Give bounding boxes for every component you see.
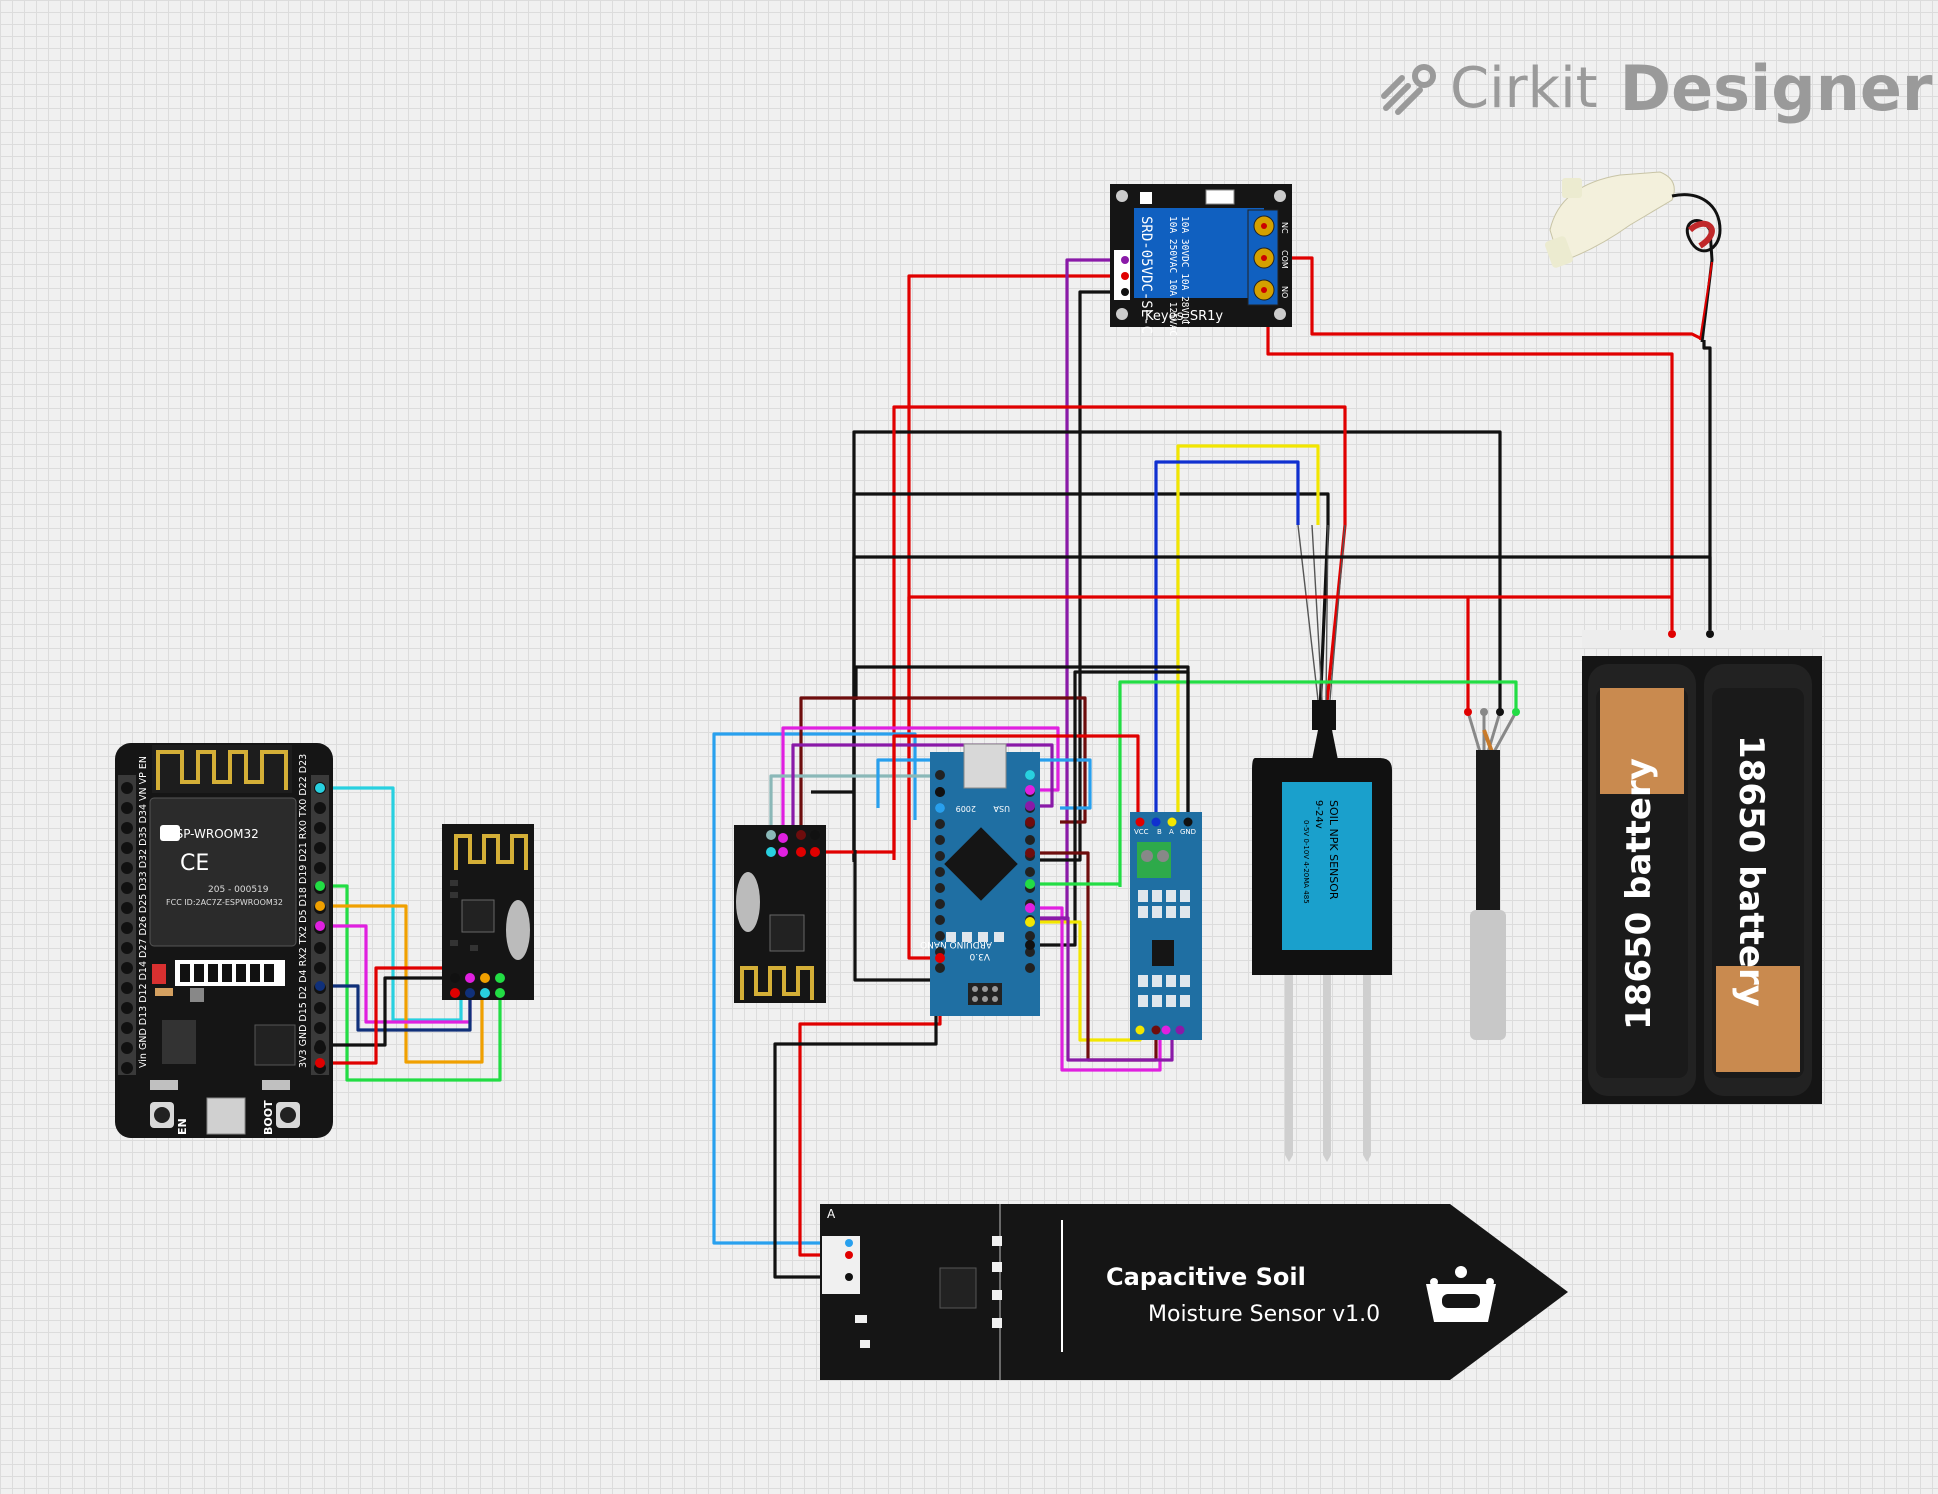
relay-spec-2: 10A 250VAC 10A 125VAC [1167, 216, 1178, 336]
nrf-antenna-left [454, 834, 528, 870]
en-label: EN [176, 1118, 189, 1135]
wire-purple-relay-in [1030, 258, 1125, 922]
ce-mark: CE [180, 851, 209, 876]
wire-cyan-esp-nrf [320, 786, 463, 1022]
wire-black-nrf [853, 850, 940, 982]
esp32-pins-left: Vin GND D13 D12 D14 D27 D26 D25 D33 D32 … [138, 756, 149, 1068]
wire-red-relay-com [1268, 256, 1701, 340]
cirkit-designer-logo: Cirkit Designer [1380, 48, 1932, 128]
water-pump[interactable] [1544, 171, 1722, 343]
relay-pin-com: COM [1280, 250, 1289, 269]
wire-lightblue-moisture [712, 732, 917, 1245]
moisture-title-line1: Capacitive Soil [1106, 1263, 1306, 1291]
relay-spec-3: 10A 30VDC 10A 28VDC [1179, 216, 1190, 325]
wire-red-esp-nrf [320, 966, 455, 1065]
rs485-module[interactable]: VCC B A GND [1130, 812, 1202, 1040]
wire-black-battery-gnd [852, 555, 1712, 860]
wire-blue-nrf [876, 758, 1092, 810]
esp32-pins-right: 3V3 GND D15 D2 D4 RX2 TX2 D5 D18 D19 D21… [298, 754, 309, 1068]
battery-cell-1-label: 18650 battery [1619, 758, 1659, 1030]
relay-pin-nc: NC [1280, 222, 1289, 234]
wire-green-temp [1118, 680, 1518, 887]
npk-voltage: 9-24v [1313, 800, 1324, 829]
esp32-cert: 205 - 000519 [208, 885, 269, 895]
nrf24-module-middle[interactable] [734, 825, 826, 1003]
battery-cell-2-label: 18650 battery [1731, 735, 1771, 1007]
cirkit-logo-icon [1381, 64, 1436, 115]
wire-green-esp-nrf [320, 884, 502, 1082]
wire-black-esp-nrf [320, 976, 455, 1047]
capacitive-soil-moisture-sensor[interactable]: A Capacitive Soil Moisture Sensor v1.0 [820, 1204, 1568, 1380]
rs485-pin-a: A [1169, 828, 1174, 836]
wire-navy-esp-nrf [320, 978, 472, 1032]
wire-red-relay-no [1266, 290, 1674, 630]
wire-black-pump [1702, 340, 1712, 630]
rs485-pin-vcc: VCC [1134, 828, 1149, 836]
esp32-antenna [156, 750, 288, 790]
boot-label: BOOT [262, 1100, 275, 1135]
npk-title: SOIL NPK SENSOR [1327, 800, 1340, 900]
moisture-title-line2: Moisture Sensor v1.0 [1148, 1302, 1380, 1327]
battery-holder[interactable]: 18650 battery 18650 battery [1582, 630, 1822, 1104]
npk-leads [1297, 524, 1346, 701]
nano-year: 2009 [956, 804, 976, 813]
esp32-module-name: ESP-WROOM32 [168, 827, 259, 841]
arduino-nano[interactable]: ARDUINO NANO V3.0 USA 2009 [920, 743, 1040, 1016]
wire-black-moisture [773, 980, 938, 1279]
npk-outputs: 0-5V 0-10V 4-20MA 485 [1302, 820, 1310, 904]
brand-name-designer: Designer [1619, 51, 1933, 125]
moisture-pin-a: A [827, 1207, 836, 1221]
wire-black-nano-rs485 [1030, 670, 1190, 947]
relay-label: Keyes_SR1y [1145, 309, 1223, 324]
wifi-logo-icon [160, 825, 180, 841]
wire-blue-npk [1154, 460, 1300, 825]
wire-orange-esp-nrf [320, 904, 484, 1064]
nano-version: V3.0 [969, 951, 990, 961]
wire-black-relay-gnd [1030, 290, 1125, 862]
ds18b20-probe[interactable] [1464, 708, 1520, 1040]
rs485-pin-gnd: GND [1180, 828, 1196, 836]
nano-usb-port [963, 743, 1007, 789]
wires [320, 256, 1712, 1279]
wire-red-nrf [811, 734, 1140, 854]
esp32-board[interactable]: ESP-WROOM32 FCC ID:2AC7Z-ESPWROOM32 205 … [115, 743, 333, 1138]
relay-module[interactable]: SRD-05VDC-SL-C 10A 250VAC 10A 125VAC 10A… [1110, 184, 1292, 336]
wire-magenta-rs485 [1030, 906, 1162, 1072]
relay-spec-1: SRD-05VDC-SL-C [1138, 216, 1154, 334]
wire-purple-rs485 [1030, 916, 1174, 1062]
soil-npk-sensor[interactable]: SOIL NPK SENSOR 9-24v 0-5V 0-10V 4-20MA … [1252, 700, 1392, 1162]
nano-made: USA [993, 804, 1010, 813]
dfrobot-logo-icon [1426, 1266, 1496, 1322]
nrf-antenna-middle [740, 966, 814, 1000]
brand-name-cirkit: Cirkit [1450, 55, 1598, 121]
usb-port [206, 1097, 246, 1135]
relay-pin-no: NO [1280, 286, 1289, 298]
nano-name: ARDUINO NANO [920, 939, 992, 949]
wire-yellow-npk [1176, 444, 1320, 825]
wire-yellow-rs485 [1030, 920, 1142, 1042]
rs485-pin-b: B [1157, 828, 1162, 836]
wire-purple-nrf [791, 743, 1054, 835]
nrf24-module-left[interactable] [442, 824, 534, 1000]
esp32-fcc: FCC ID:2AC7Z-ESPWROOM32 [166, 898, 283, 907]
